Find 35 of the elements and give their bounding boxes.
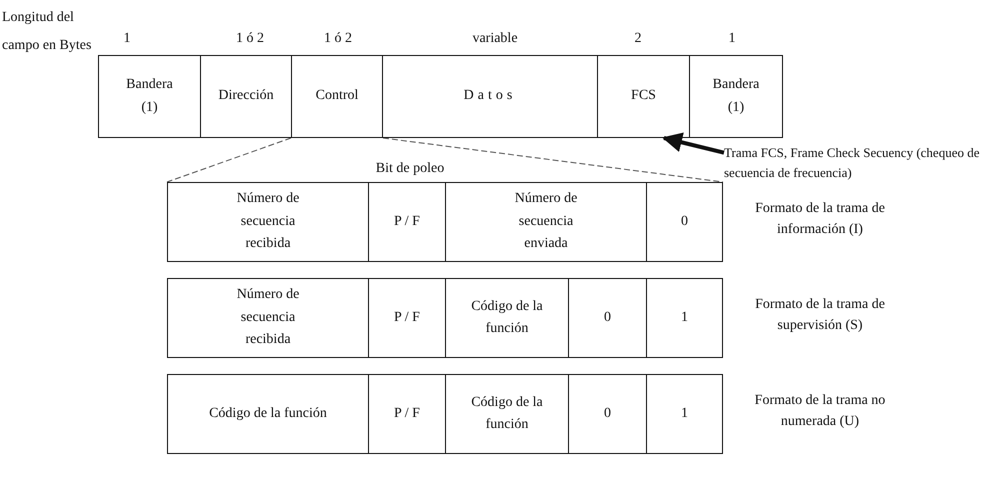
size-value: 1 ó 2: [323, 30, 353, 48]
size-value: 2: [634, 30, 642, 48]
format-caption: Formato de la trama de información (I): [754, 200, 886, 239]
frame-field: Código de la función: [445, 374, 569, 454]
zoom-line: [382, 138, 724, 182]
frame-field: Número de secuencia recibida: [167, 182, 369, 262]
frame-field: P / F: [368, 182, 446, 262]
frame-field: 1: [646, 374, 723, 454]
zoom-line: [166, 138, 292, 182]
annotation: Bit de poleo: [374, 160, 446, 178]
format-caption: Formato de la trama no numerada (U): [754, 392, 886, 431]
frame-field: Código de la función: [445, 278, 569, 358]
frame-field: Control: [291, 55, 383, 138]
row-caption: Longitud del campo en Bytes: [2, 9, 92, 55]
frame-field: 0: [646, 182, 723, 262]
frame-field: 0: [568, 374, 647, 454]
frame-field: Bandera (1): [98, 55, 201, 138]
frame-field: Bandera (1): [689, 55, 783, 138]
size-value: variable: [471, 30, 519, 48]
frame-field: 1: [646, 278, 723, 358]
frame-field: P / F: [368, 374, 446, 454]
arrow: [662, 132, 724, 155]
size-value: 1: [122, 30, 132, 48]
frame-field: FCS: [597, 55, 690, 138]
frame-field: Número de secuencia enviada: [445, 182, 647, 262]
frame-field: Dirección: [200, 55, 292, 138]
size-value: 1 ó 2: [235, 30, 265, 48]
format-caption: Formato de la trama de supervisión (S): [754, 296, 886, 335]
callout-text: Trama FCS, Frame Check Secuency (chequeo de secuencia de frecuencia): [724, 143, 986, 187]
frame-field: 0: [568, 278, 647, 358]
frame-field: Número de secuencia recibida: [167, 278, 369, 358]
frame-field: P / F: [368, 278, 446, 358]
size-value: 1: [728, 30, 736, 48]
frame-field: Datos: [382, 55, 598, 138]
frame-field: Código de la función: [167, 374, 369, 454]
